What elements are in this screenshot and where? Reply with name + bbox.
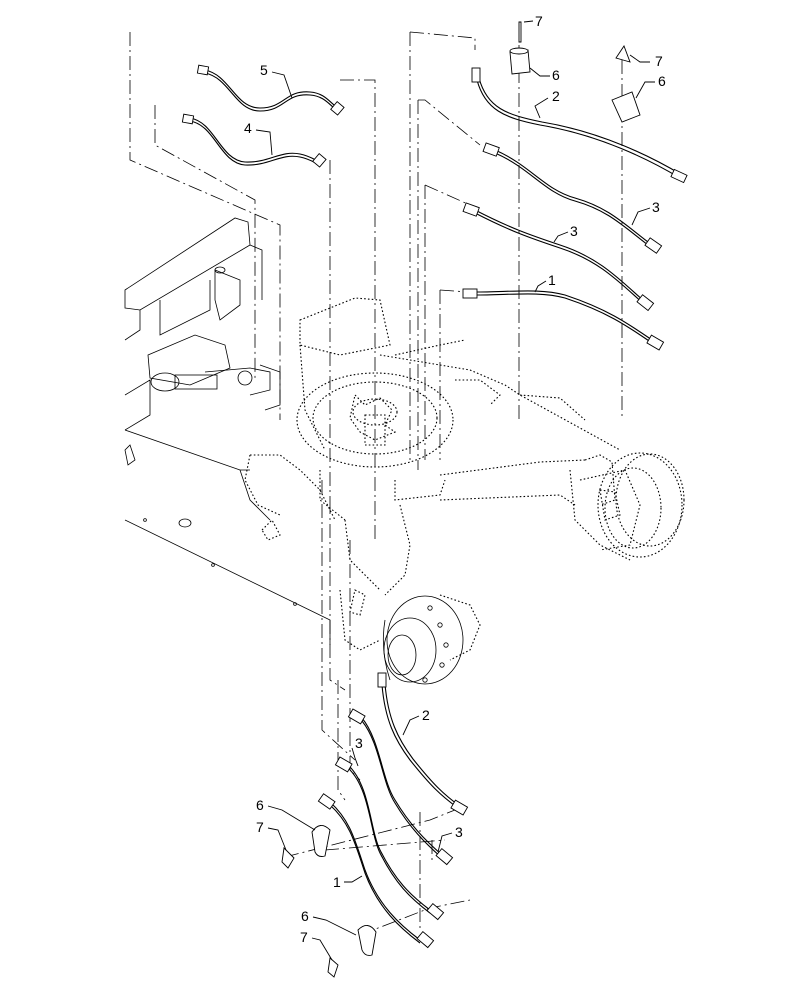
clamp-item-6-top-b[interactable]	[611, 91, 641, 123]
clamp-item-6-top-a[interactable]	[509, 47, 531, 75]
callout-6-bottom-a: 6	[256, 797, 264, 813]
drive-sprocket-right	[579, 452, 685, 558]
frame-outline	[124, 217, 331, 645]
hose-item-3-bottom-b[interactable]	[334, 756, 445, 921]
callout-1-bottom: 1	[333, 874, 341, 890]
hose-item-4[interactable]	[181, 113, 327, 168]
callout-6-top-b: 6	[658, 73, 666, 89]
hose-item-2-bottom[interactable]	[377, 672, 469, 816]
hose-item-1-bottom[interactable]	[317, 793, 435, 949]
track-frame	[244, 297, 631, 661]
callout-3-top-a: 3	[652, 199, 660, 215]
callout-6-top-a: 6	[552, 67, 560, 83]
clamp-item-6-bottom-b[interactable]	[357, 925, 377, 956]
hose-item-3-bottom-a[interactable]	[347, 708, 454, 866]
callout-7-top-a: 7	[535, 13, 543, 29]
callout-2-bottom: 2	[422, 707, 430, 723]
callout-7-top-b: 7	[655, 53, 663, 69]
callout-3-bottom-b: 3	[455, 824, 463, 840]
callout-3-top-b: 3	[570, 223, 578, 239]
callout-5: 5	[260, 62, 268, 78]
slewing-ring	[296, 372, 454, 468]
pin-item-7-top-a[interactable]	[518, 21, 522, 43]
callout-4: 4	[244, 120, 252, 136]
drive-sprocket-lower	[382, 595, 464, 685]
callout-6-bottom-b: 6	[301, 908, 309, 924]
hose-item-5[interactable]	[196, 64, 345, 116]
clamp-item-6-bottom-a[interactable]	[311, 825, 331, 857]
pin-item-7-top-b[interactable]	[615, 45, 631, 63]
hose-item-1-top[interactable]	[462, 288, 665, 351]
center-lines	[129, 31, 623, 936]
leader-lines	[255, 20, 655, 961]
hose-item-3-top-a[interactable]	[482, 142, 663, 254]
callout-2-top: 2	[552, 88, 560, 104]
hose-item-3-top-b[interactable]	[462, 202, 655, 312]
callout-7-bottom-b: 7	[300, 929, 308, 945]
callout-7-bottom-a: 7	[256, 819, 264, 835]
callout-labels: 5 4 2 3 3 1 7 6 7 6 2 3 3 1 6 7 6 7	[244, 13, 666, 945]
pin-item-7-bottom-b[interactable]	[327, 957, 339, 978]
pin-item-7-bottom-a[interactable]	[281, 847, 295, 869]
hose-item-2-top[interactable]	[471, 67, 688, 184]
hydraulic-cylinder	[147, 334, 281, 411]
callout-1-top: 1	[548, 272, 556, 288]
callout-3-bottom-a: 3	[355, 735, 363, 751]
